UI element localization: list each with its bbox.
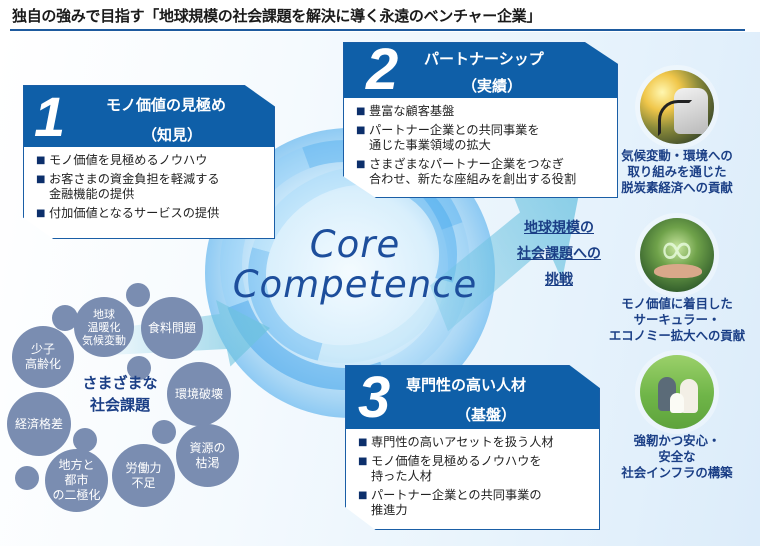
contribution-3-text: 強靭かつ安心・ 安全な 社会インフラの構築 bbox=[621, 433, 733, 480]
issue-bubble-aging: 少子 高齢化 bbox=[12, 326, 74, 388]
family-park-photo bbox=[640, 355, 714, 429]
challenge-line-3: 挑戦 bbox=[545, 272, 573, 288]
contribution-decarbonization: 気候変動・環境への 取り組みを通じた 脱炭素経済への貢献 bbox=[602, 70, 752, 196]
challenge-line-2: 社会課題への bbox=[517, 246, 601, 262]
issue-bubble-warming: 地球 温暖化 気候変動 bbox=[74, 297, 134, 357]
strength-1-header: 1 モノ価値の見極め （知見） bbox=[24, 85, 274, 148]
list-item: モノ価値を見極めるノウハウを 持った人材 bbox=[358, 454, 591, 485]
circular-economy-photo bbox=[640, 218, 714, 292]
strength-box-3: 3 専門性の高い人材 （基盤） 専門性の高いアセットを扱う人材 モノ価値を見極め… bbox=[345, 365, 600, 530]
issue-bubble-urban-rural: 地方と 都市 の二極化 bbox=[45, 449, 108, 512]
decorative-dot bbox=[15, 466, 39, 490]
issue-bubble-labor: 労働力 不足 bbox=[112, 444, 175, 507]
issue-bubble-food: 食料問題 bbox=[141, 297, 203, 359]
strength-2-list: 豊富な顧客基盤 パートナー企業との共同事業を 通じた事業領域の拡大 さまざまなパ… bbox=[344, 98, 617, 197]
strength-3-number: 3 bbox=[358, 365, 391, 430]
strength-2-header: 2 パートナーシップ （実績） bbox=[344, 42, 617, 101]
strength-1-subtitle: （知見） bbox=[142, 126, 203, 144]
strength-2-subtitle: （実績） bbox=[462, 77, 523, 95]
core-competence-label: Core Competence bbox=[215, 225, 495, 305]
list-item: 豊富な顧客基盤 bbox=[356, 104, 609, 120]
decorative-dot bbox=[152, 420, 176, 444]
contribution-2-text: モノ価値に着目した サーキュラー・ エコノミー拡大への貢献 bbox=[608, 296, 746, 343]
decorative-dot bbox=[127, 356, 151, 380]
contribution-circular-economy: モノ価値に着目した サーキュラー・ エコノミー拡大への貢献 bbox=[602, 218, 752, 344]
issue-bubble-inequality: 経済格差 bbox=[7, 392, 71, 456]
list-item: お客さまの資金負担を軽減する 金融機能の提供 bbox=[36, 172, 266, 203]
ev-charging-photo bbox=[640, 70, 714, 144]
social-issues-label: さまざまな 社会課題 bbox=[82, 374, 158, 414]
issue-bubble-resources: 資源の 枯渇 bbox=[176, 424, 239, 487]
title-divider bbox=[10, 29, 745, 31]
contribution-infrastructure: 強靭かつ安心・ 安全な 社会インフラの構築 bbox=[602, 355, 752, 481]
issue-bubble-environment: 環境破壊 bbox=[167, 362, 231, 426]
strength-3-list: 専門性の高いアセットを扱う人材 モノ価値を見極めるノウハウを 持った人材 パート… bbox=[346, 429, 599, 528]
global-challenge-label: 地球規模の 社会課題への 挑戦 bbox=[495, 215, 623, 293]
challenge-line-1: 地球規模の bbox=[524, 220, 594, 236]
list-item: パートナー企業との共同事業を 通じた事業領域の拡大 bbox=[356, 123, 609, 154]
decorative-dot bbox=[52, 305, 78, 331]
contribution-1-text: 気候変動・環境への 取り組みを通じた 脱炭素経済への貢献 bbox=[621, 148, 733, 195]
list-item: モノ価値を見極めるノウハウ bbox=[36, 153, 266, 169]
strength-1-number: 1 bbox=[34, 85, 66, 148]
core-line-2: Competence bbox=[232, 263, 478, 306]
strength-3-subtitle: （基盤） bbox=[456, 406, 517, 424]
decorative-dot bbox=[126, 283, 150, 307]
list-item: パートナー企業との共同事業の 推進力 bbox=[358, 488, 591, 519]
strength-1-list: モノ価値を見極めるノウハウ お客さまの資金負担を軽減する 金融機能の提供 付加価… bbox=[24, 147, 274, 230]
core-line-1: Core bbox=[309, 223, 401, 266]
strength-3-header: 3 専門性の高い人材 （基盤） bbox=[346, 365, 599, 430]
list-item: 専門性の高いアセットを扱う人材 bbox=[358, 435, 591, 451]
strength-3-title: 専門性の高い人材 bbox=[406, 376, 527, 394]
strength-2-title: パートナーシップ bbox=[424, 50, 544, 68]
strength-box-2: 2 パートナーシップ （実績） 豊富な顧客基盤 パートナー企業との共同事業を 通… bbox=[343, 42, 618, 198]
strength-2-number: 2 bbox=[366, 37, 399, 102]
list-item: 付加価値となるサービスの提供 bbox=[36, 206, 266, 222]
list-item: さまざまなパートナー企業をつなぎ 合わせ、新たな座組みを創出する役割 bbox=[356, 157, 609, 188]
strength-box-1: 1 モノ価値の見極め （知見） モノ価値を見極めるノウハウ お客さまの資金負担を… bbox=[23, 85, 275, 239]
decorative-dot bbox=[73, 428, 97, 452]
strength-1-title: モノ価値の見極め bbox=[106, 96, 227, 114]
page-title: 独自の強みで目指す「地球規模の社会課題を解決に導く永遠のベンチャー企業」 bbox=[12, 7, 542, 25]
